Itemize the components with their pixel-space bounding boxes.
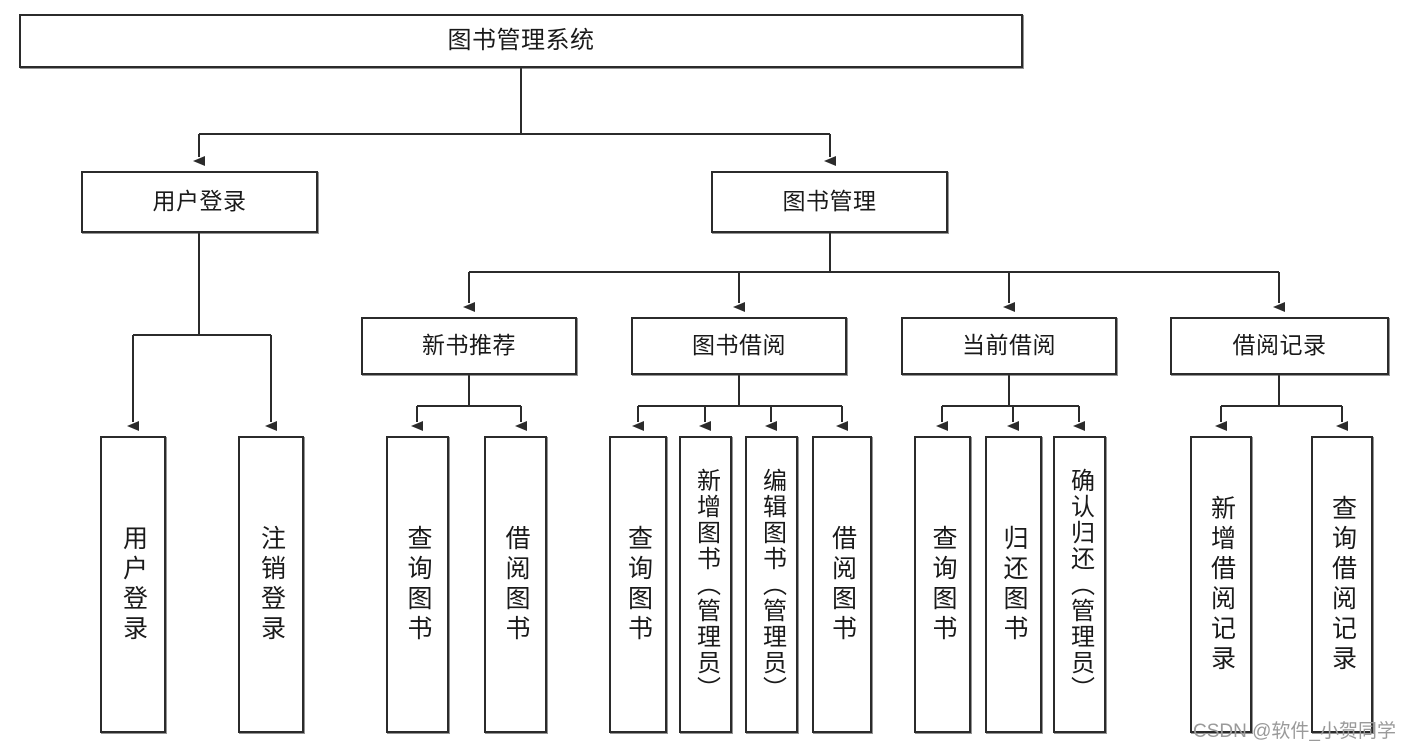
node-leaf-return-book-label: 归还图书 [1000, 524, 1028, 645]
node-root[interactable]: 图书管理系统 [19, 14, 1023, 68]
node-leaf-query-record[interactable]: 查询借阅记录 [1311, 436, 1373, 733]
node-leaf-confirm-return[interactable]: 确认归还（管理员） [1053, 436, 1106, 733]
node-leaf-edit-book[interactable]: 编辑图书（管理员） [745, 436, 798, 733]
node-leaf-add-book-label: 新增图书（管理员） [692, 467, 720, 702]
node-leaf-return-book[interactable]: 归还图书 [985, 436, 1042, 733]
node-leaf-add-record[interactable]: 新增借阅记录 [1190, 436, 1252, 733]
node-leaf-query-book-1[interactable]: 查询图书 [386, 436, 449, 733]
node-book-manage-label: 图书管理 [782, 188, 877, 215]
node-leaf-edit-book-label: 编辑图书（管理员） [758, 467, 786, 702]
node-book-borrow[interactable]: 图书借阅 [631, 317, 847, 375]
node-leaf-query-book-3-label: 查询图书 [929, 524, 957, 645]
node-leaf-confirm-return-label: 确认归还（管理员） [1066, 467, 1094, 702]
node-leaf-borrow-book-2[interactable]: 借阅图书 [812, 436, 872, 733]
node-book-manage[interactable]: 图书管理 [711, 171, 948, 233]
node-leaf-borrow-book-2-label: 借阅图书 [828, 524, 857, 645]
node-leaf-add-record-label: 新增借阅记录 [1207, 494, 1236, 675]
node-current-borrow[interactable]: 当前借阅 [901, 317, 1117, 375]
node-leaf-query-book-3[interactable]: 查询图书 [914, 436, 971, 733]
node-leaf-query-book-2[interactable]: 查询图书 [609, 436, 667, 733]
node-leaf-borrow-book-1[interactable]: 借阅图书 [484, 436, 547, 733]
node-user-login-label: 用户登录 [152, 188, 247, 215]
node-leaf-logout[interactable]: 注销登录 [238, 436, 304, 733]
node-leaf-query-book-2-label: 查询图书 [624, 524, 653, 645]
node-borrow-record-label: 借阅记录 [1232, 332, 1327, 359]
node-current-borrow-label: 当前借阅 [962, 332, 1056, 359]
node-leaf-user-login-label: 用户登录 [119, 524, 148, 645]
node-leaf-user-login[interactable]: 用户登录 [100, 436, 166, 733]
node-new-book-rec[interactable]: 新书推荐 [361, 317, 577, 375]
node-leaf-logout-label: 注销登录 [257, 524, 286, 645]
node-user-login[interactable]: 用户登录 [81, 171, 318, 233]
node-borrow-record[interactable]: 借阅记录 [1170, 317, 1389, 375]
node-root-label: 图书管理系统 [447, 26, 595, 54]
node-leaf-query-record-label: 查询借阅记录 [1328, 494, 1357, 675]
node-leaf-borrow-book-1-label: 借阅图书 [502, 524, 530, 645]
node-book-borrow-label: 图书借阅 [692, 332, 786, 359]
node-leaf-query-book-1-label: 查询图书 [404, 524, 432, 645]
csdn-watermark: CSDN @软件_小贺同学 [1193, 721, 1396, 742]
node-new-book-rec-label: 新书推荐 [422, 332, 516, 359]
node-leaf-add-book[interactable]: 新增图书（管理员） [679, 436, 732, 733]
